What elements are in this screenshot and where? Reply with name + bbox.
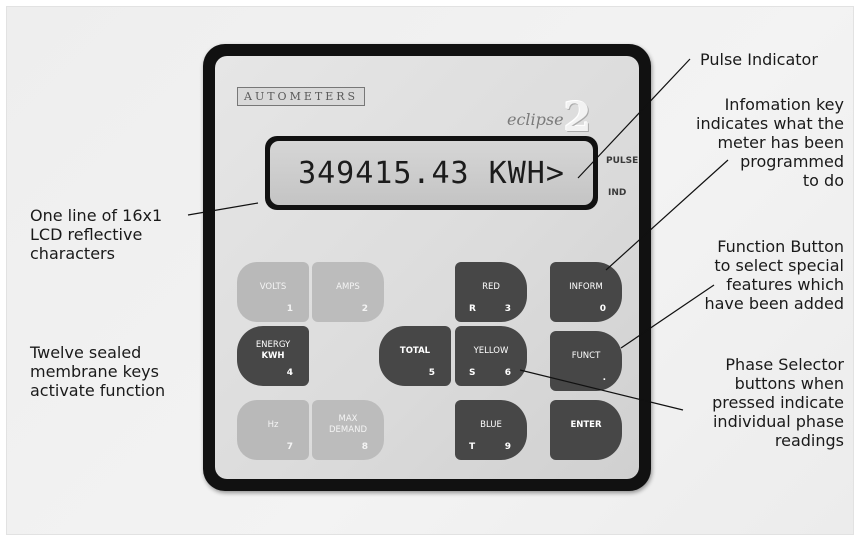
pulse-callout: Pulse Indicator <box>700 50 818 69</box>
info-leader-line <box>605 159 729 271</box>
pulse-leader-line <box>577 58 691 179</box>
phase-leader-line <box>519 369 684 411</box>
lcd-leader-line <box>187 202 259 216</box>
enter-key[interactable]: ENTER <box>550 400 622 460</box>
pulse-label: PULSE <box>606 156 639 166</box>
energy-meter: AUTOMETERS eclipse2 349415.43 KWH> PULSE… <box>203 44 651 491</box>
lcd-reading: 349415.43 KWH> <box>298 155 565 191</box>
model-logo: eclipse2 <box>507 94 592 141</box>
meter-faceplate: AUTOMETERS eclipse2 349415.43 KWH> PULSE… <box>215 56 639 479</box>
lcd-display: 349415.43 KWH> <box>265 136 598 210</box>
function-leader-line <box>620 284 715 349</box>
ind-label: IND <box>608 188 627 198</box>
brand-logo: AUTOMETERS <box>237 87 366 106</box>
funct-key[interactable]: FUNCT. <box>550 331 622 391</box>
